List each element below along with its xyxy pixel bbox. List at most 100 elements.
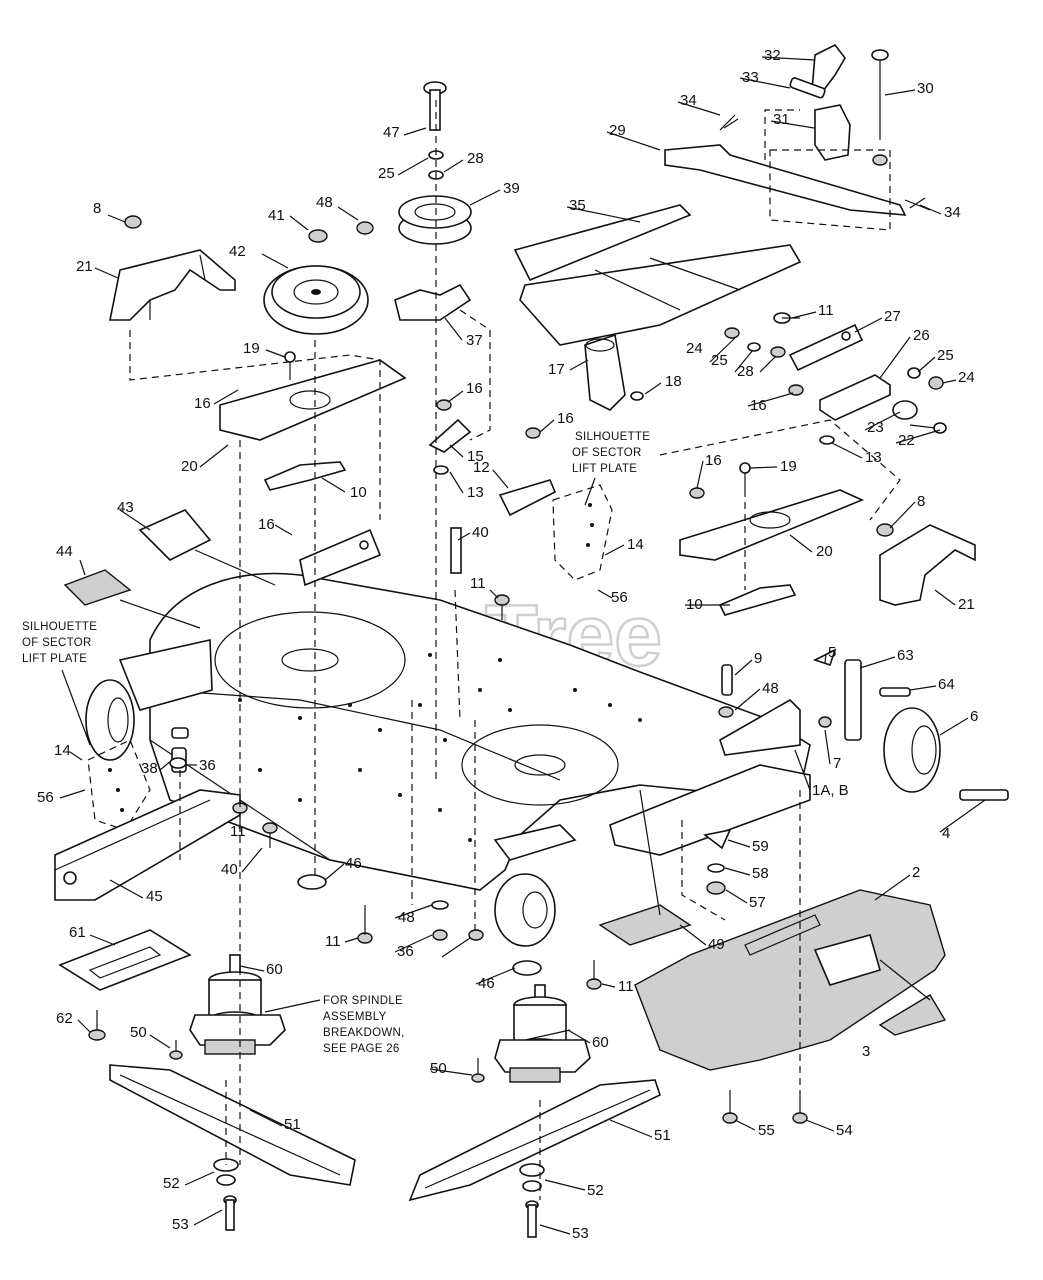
callout-53-left: 53 <box>172 1216 189 1233</box>
bolt-64 <box>879 687 911 697</box>
nut-8-left <box>124 215 142 229</box>
lift-rod-29 <box>664 144 907 216</box>
callout-62: 62 <box>56 1010 73 1027</box>
callout-11-lower-left: 11 <box>325 933 341 950</box>
washer-25-mid <box>747 342 761 352</box>
callout-24-right: 24 <box>958 369 975 386</box>
callout-5: 5 <box>828 644 836 661</box>
callout-59: 59 <box>752 838 769 855</box>
callout-16-d: 16 <box>750 397 767 414</box>
spindle-60-right <box>494 984 591 1083</box>
washer-25-right <box>907 367 921 379</box>
alignment-lines <box>129 100 901 1200</box>
callout-26: 26 <box>913 327 930 344</box>
bracket-1ab-bar <box>609 764 811 856</box>
note-silhouette-top-line-3: LIFT PLATE <box>572 463 637 475</box>
callout-8-left: 8 <box>93 200 101 217</box>
deflector-3 <box>878 994 947 1036</box>
callout-17: 17 <box>548 361 565 378</box>
note-silhouette-left-line-3: LIFT PLATE <box>22 653 87 665</box>
callout-61: 61 <box>69 924 86 941</box>
washer-52-left <box>213 1158 239 1186</box>
note-spindle-line-2: ASSEMBLY <box>323 1011 387 1023</box>
arm-10-left <box>263 461 347 491</box>
callout-20-left: 20 <box>181 458 198 475</box>
decal-44 <box>63 569 132 606</box>
nut-36-left <box>169 757 187 769</box>
callout-14-right: 14 <box>627 536 644 553</box>
nut-16-right-top <box>788 384 804 396</box>
callout-39: 39 <box>503 180 520 197</box>
note-silhouette-left: SILHOUETTE OF SECTOR LIFT PLATE <box>22 621 97 665</box>
callout-43: 43 <box>117 499 134 516</box>
bolt-11-center <box>494 594 510 620</box>
bolt-53-right <box>525 1200 539 1238</box>
plate-20-right <box>679 489 865 561</box>
callout-47: 47 <box>383 124 400 141</box>
callout-29: 29 <box>609 122 626 139</box>
bolt-40-left <box>262 822 278 848</box>
nut-16-right <box>689 487 705 499</box>
link-27 <box>788 323 864 372</box>
actuator-17 <box>584 333 626 411</box>
bolt-55 <box>722 1090 738 1124</box>
nut-24-right <box>928 376 944 390</box>
callout-15: 15 <box>467 448 484 465</box>
note-spindle: FOR SPINDLE ASSEMBLY BREAKDOWN, SEE PAGE… <box>323 995 405 1055</box>
callout-16-a: 16 <box>194 395 211 412</box>
callout-51-left: 51 <box>284 1116 301 1133</box>
washer-52-right <box>519 1163 545 1192</box>
callout-52-right: 52 <box>587 1182 604 1199</box>
callout-14-left: 14 <box>54 742 71 759</box>
callout-60-left: 60 <box>266 961 283 978</box>
bolt-11-lower-left <box>357 905 373 944</box>
callout-49: 49 <box>708 936 725 953</box>
washer-13-center <box>433 465 449 475</box>
callout-50-right: 50 <box>430 1060 447 1077</box>
callout-11-top-right: 11 <box>818 302 834 319</box>
plate-61 <box>58 929 192 991</box>
note-spindle-line-1: FOR SPINDLE <box>323 995 403 1007</box>
callout-31: 31 <box>773 111 790 128</box>
callout-11-center: 11 <box>470 575 486 592</box>
bracket-21-left <box>109 249 236 321</box>
note-spindle-line-3: BREAKDOWN, <box>323 1027 405 1039</box>
bracket-15 <box>428 399 472 453</box>
callout-11-left: 11 <box>230 823 246 840</box>
washer-57 <box>706 881 726 895</box>
callout-25-top: 25 <box>378 165 395 182</box>
wingnut-59 <box>703 828 732 850</box>
callout-16-c: 16 <box>557 410 574 427</box>
washer-28-mid <box>770 346 786 358</box>
bracket-37 <box>394 283 472 321</box>
nut-8-right <box>876 523 894 537</box>
callout-27: 27 <box>884 308 901 325</box>
bolt-19-right <box>739 462 751 490</box>
wingnut-5 <box>812 648 837 667</box>
callout-40-center: 40 <box>472 524 489 541</box>
callout-12: 12 <box>473 459 490 476</box>
bolt-50-left <box>169 1040 183 1060</box>
pin-40-center <box>450 527 462 574</box>
arm-10-right <box>718 584 797 616</box>
nut-48-top <box>356 221 374 235</box>
callout-37: 37 <box>466 332 483 349</box>
callout-60-right: 60 <box>592 1034 609 1051</box>
decal-49 <box>598 904 692 946</box>
callout-52-left: 52 <box>163 1175 180 1192</box>
washer-58 <box>707 863 725 873</box>
nut-36-lower <box>432 929 448 941</box>
callout-36-left: 36 <box>199 757 216 774</box>
washer-48-lower <box>431 900 449 910</box>
washer-24-left <box>724 327 740 339</box>
callout-38: 38 <box>141 760 158 777</box>
note-silhouette-top: SILHOUETTE OF SECTOR LIFT PLATE <box>572 431 650 475</box>
callout-58: 58 <box>752 865 769 882</box>
wheel-6 <box>883 707 941 793</box>
callout-28-mid: 28 <box>737 363 754 380</box>
bolt-62 <box>88 1010 106 1041</box>
clip-34-top <box>719 114 739 131</box>
handle-31 <box>814 104 851 161</box>
callout-16-f: 16 <box>258 516 275 533</box>
callout-23: 23 <box>867 419 884 436</box>
